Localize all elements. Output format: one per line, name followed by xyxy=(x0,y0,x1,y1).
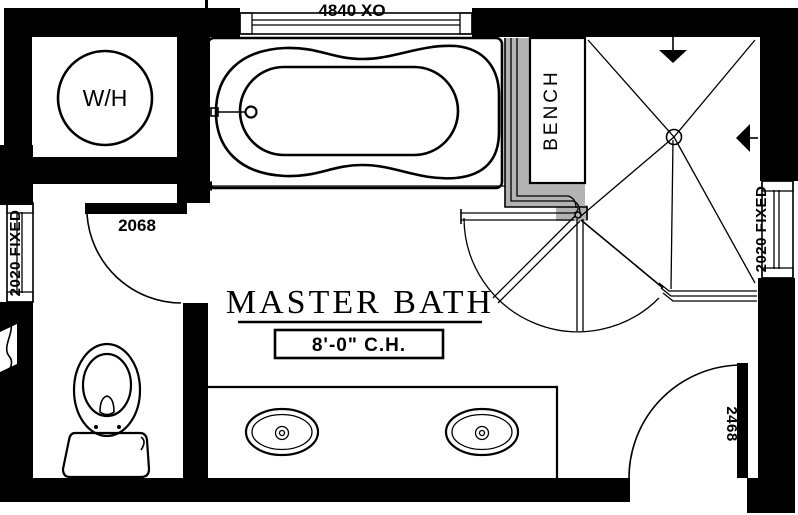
floor-drain xyxy=(665,128,683,146)
swing-door-2468 xyxy=(628,363,748,479)
window-top-4840 xyxy=(239,12,473,35)
wall-break-symbol xyxy=(0,319,17,375)
tub-rim xyxy=(214,44,501,180)
wall-right-upper xyxy=(760,35,798,181)
window-left-2020 xyxy=(6,202,34,303)
sink-right xyxy=(444,407,520,457)
door-pivot xyxy=(574,211,582,219)
wall-right-lower xyxy=(758,278,795,502)
wall-left-upper xyxy=(4,8,32,150)
shower-pivot-door xyxy=(460,207,664,333)
window-right-label: 2020 FIXED xyxy=(753,186,770,273)
tub-deck xyxy=(206,36,504,190)
shower-head-top xyxy=(659,37,687,63)
door-leaf-2468 xyxy=(737,363,748,478)
window-right-2020 xyxy=(761,180,794,279)
swing-door-2068 xyxy=(85,203,187,304)
bench-label: BENCH xyxy=(541,69,562,151)
ceiling-height-text: 8'-0" C.H. xyxy=(312,335,406,356)
wall-wh-closet-bottom xyxy=(10,157,183,184)
window-top-label: 4840 XO xyxy=(318,1,385,20)
room-name-text: MASTER BATH xyxy=(226,284,494,321)
door-arc-2468 xyxy=(628,364,743,479)
bathtub xyxy=(200,36,505,191)
shower-pan xyxy=(580,37,758,302)
door-leaf-2068 xyxy=(85,203,187,214)
vanity-counter xyxy=(208,385,559,478)
wall-top-left xyxy=(4,8,240,37)
deck-edge-arrow xyxy=(200,181,505,191)
door-2468-label: 2468 xyxy=(723,406,740,441)
wall-toilet-room-right xyxy=(183,303,208,478)
tub-basin xyxy=(238,65,460,157)
shower-glass-panel xyxy=(658,282,757,302)
wall-tick-top xyxy=(205,0,208,8)
door-arc-2068 xyxy=(86,213,182,304)
water-heater-label: W/H xyxy=(83,85,128,111)
room-title: MASTER BATH 8'-0" C.H. xyxy=(226,284,494,360)
toilet-tank xyxy=(61,431,151,479)
water-heater xyxy=(56,49,154,147)
window-left-label: 2020 FIXED xyxy=(7,210,24,297)
tub-faucet xyxy=(210,105,258,119)
sink-left xyxy=(244,407,320,457)
shower-head-side xyxy=(736,124,758,152)
door-swing-arc xyxy=(463,217,660,333)
bench-seat xyxy=(528,36,587,185)
toilet xyxy=(61,342,151,479)
door-2068-label: 2068 xyxy=(118,216,156,235)
wall-top-right xyxy=(472,8,798,37)
ceiling-height-box xyxy=(273,328,445,360)
wall-bottom xyxy=(0,478,630,502)
